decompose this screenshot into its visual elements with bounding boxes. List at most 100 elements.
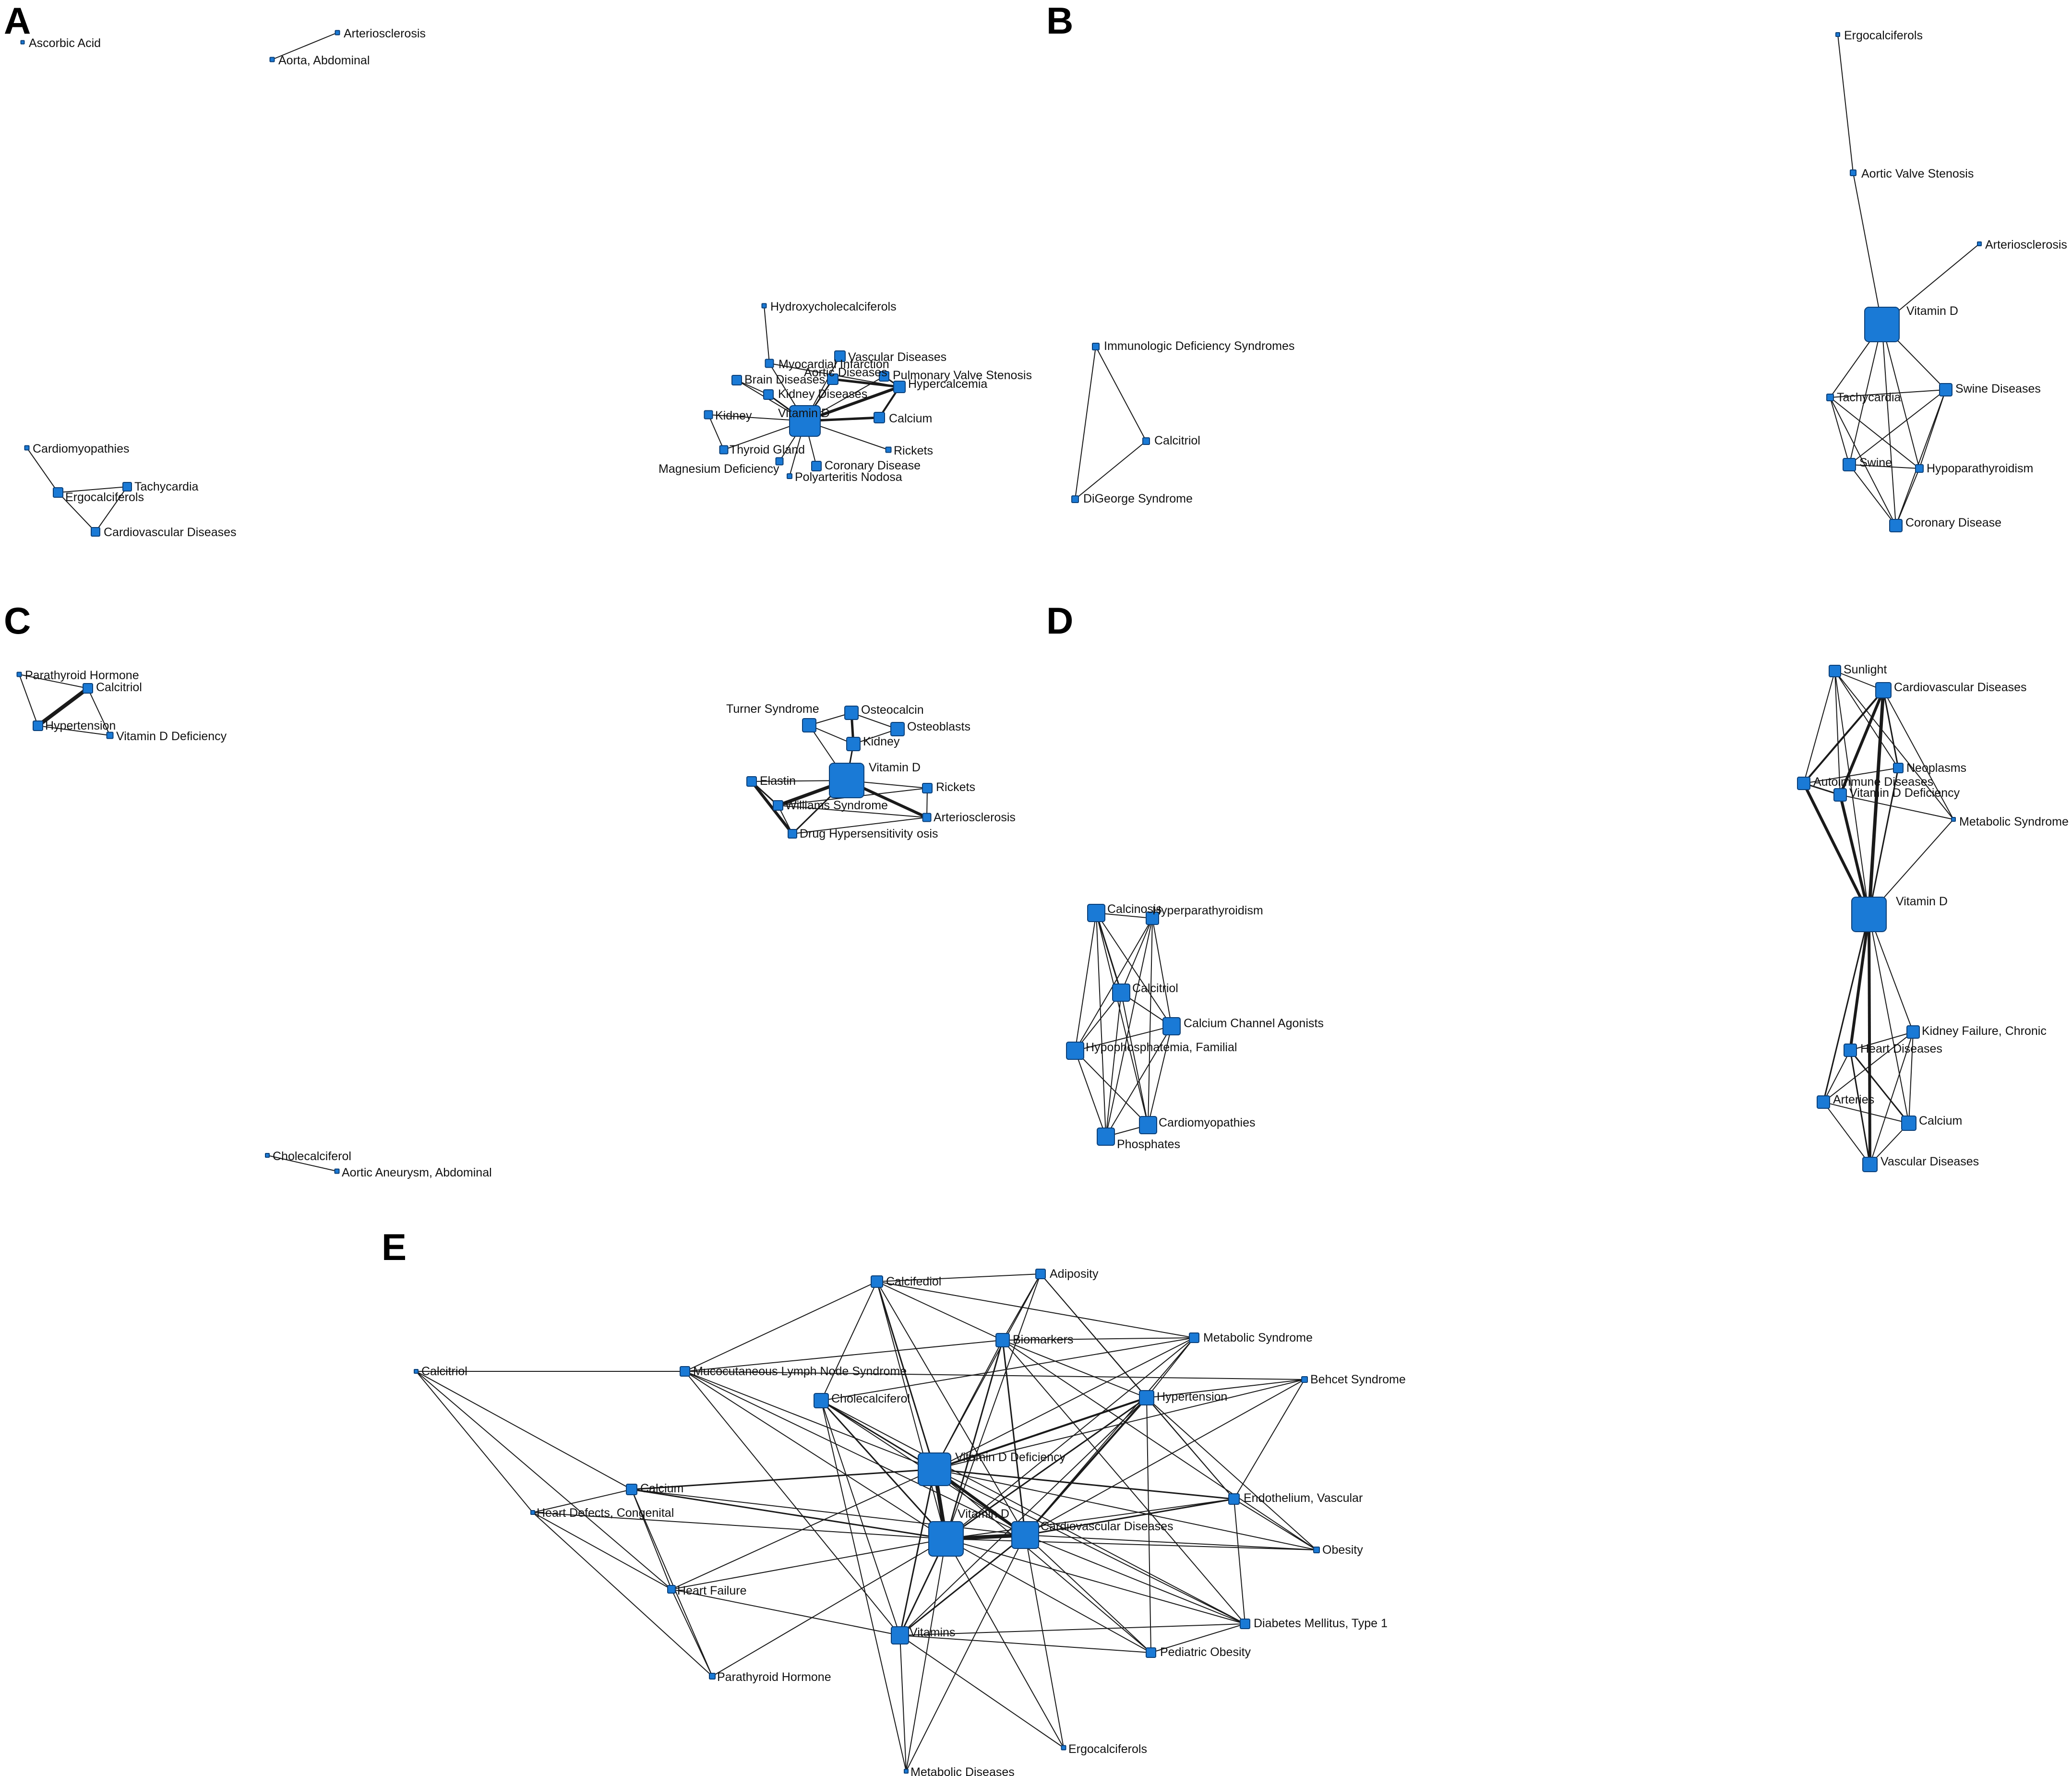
panel-d-node-label-hyperpara: Hyperparathyroidism	[1152, 904, 1263, 917]
panel-a-node-kidney	[704, 410, 713, 420]
panel-a-node-label-vascular: Vascular Diseases	[848, 350, 946, 364]
panel-c-node-label-hypert: Hypertension	[45, 719, 116, 732]
panel-e-node-label-ergo: Ergocalciferols	[1068, 1742, 1147, 1756]
panel-d-edge-heart-arteries	[1823, 1050, 1851, 1103]
panel-a-node-coronary	[811, 461, 822, 471]
panel-d-edge-calcitriol-hypophos	[1075, 992, 1122, 1051]
panel-d-node-autoimm	[1797, 777, 1810, 790]
panel-e-edge-biomarkers-cvd	[1002, 1340, 1026, 1536]
panel-d-node-vdd	[1833, 788, 1847, 802]
panel-e-node-label-cvd: Cardiovascular Diseases	[1041, 1520, 1174, 1533]
panel-e-node-pth	[709, 1673, 716, 1680]
panel-e-node-label-pedob: Pediatric Obesity	[1160, 1645, 1251, 1659]
panel-d-edge-sunlight-vitd	[1834, 671, 1869, 915]
panel-d-edge-calcitriol-phosphates	[1105, 992, 1122, 1137]
panel-c-label: C	[4, 600, 31, 642]
panel-a-node-hydroxy	[761, 303, 767, 309]
panel-a-label: A	[4, 0, 31, 42]
panel-a-node-label-magnes: Magnesium Deficiency	[659, 462, 779, 476]
panel-e-edge-vdd-endoth	[934, 1468, 1234, 1500]
panel-e-edge-cvd-ergo	[1025, 1535, 1064, 1748]
panel-e-edge-vdd-pedob	[934, 1469, 1151, 1653]
panel-c-edge-pth-calcitriol	[19, 674, 88, 689]
panel-d-edge-kfc-heart	[1850, 1032, 1914, 1051]
panel-a-node-cardiomyo	[24, 445, 30, 451]
panel-e-edge-cvd-metdis	[906, 1535, 1026, 1772]
panel-b-edge-immuno-calcitriol	[1095, 346, 1147, 442]
panel-c-edge-calcitriol-vdd	[87, 688, 110, 736]
panel-a-node-label-kidney: Kidney	[715, 409, 752, 422]
panel-d-node-label-calcitriol: Calcitriol	[1132, 982, 1178, 995]
panel-b-edge-ergo-avs	[1837, 34, 1854, 173]
panel-c-node-label-williams: Williams Syndrome	[785, 799, 888, 812]
panel-d-node-label-cardiomyo: Cardiomyopathies	[1159, 1116, 1256, 1129]
panel-d-node-arteries	[1817, 1095, 1830, 1109]
panel-e-edge-cholecal-metdis	[821, 1400, 907, 1772]
panel-b-edge-tachy-swine_dis	[1830, 389, 1946, 398]
panel-d-edge-calcinosis-hyperpara	[1096, 912, 1153, 919]
panel-e-edge-vitd-pth	[712, 1538, 946, 1677]
panel-e-node-label-vitamins: Vitamins	[910, 1626, 955, 1639]
panel-d-node-label-autoimm: Autoimmune Diseases	[1813, 775, 1933, 789]
panel-e-edge-vitd-hdc	[532, 1512, 946, 1539]
panel-d-edge-ccb-hypophos	[1075, 1026, 1172, 1051]
panel-d-edge-hypophos-phosphates	[1075, 1050, 1106, 1137]
panel-c-node-aaa	[334, 1168, 340, 1174]
panel-d-node-label-vdd: Vitamin D Deficiency	[1849, 786, 1960, 800]
panel-e-node-ergo	[1061, 1745, 1066, 1751]
panel-d-edge-calcinosis-phosphates	[1096, 912, 1106, 1137]
panel-a-node-label-tachy: Tachycardia	[134, 480, 198, 493]
panel-e-edge-vitd-endoth	[946, 1499, 1234, 1539]
panel-a-node-label-thyroid: Thyroid Gland	[730, 443, 805, 456]
panel-d-node-sunlight	[1829, 665, 1841, 677]
panel-e-edge-cvd-obesity	[1025, 1535, 1317, 1550]
panel-d-node-hyperpara	[1146, 912, 1159, 925]
panel-d-edge-calcinosis-hypophos	[1075, 912, 1097, 1051]
panel-e-edge-calcifediol-adiposity	[876, 1273, 1041, 1282]
panel-e-edge-calcium-hf	[631, 1489, 672, 1590]
panel-d-node-label-cvd: Cardiovascular Diseases	[1894, 681, 2027, 694]
panel-e-node-label-hf: Heart Failure	[677, 1584, 747, 1597]
panel-e-edge-vitd-metdis	[906, 1538, 946, 1772]
panel-e-edge-endoth-dm1	[1234, 1499, 1246, 1624]
panel-a-node-label-arterio: Arteriosclerosis	[344, 27, 426, 40]
panel-e-edge-calcifediol-metsyn	[876, 1281, 1195, 1338]
panel-c-edge-williams-arterio	[778, 805, 927, 818]
panel-a-node-label-brain: Brain Diseases	[744, 373, 825, 386]
panel-b-edge-swine_dis-coronary	[1895, 389, 1946, 526]
panel-e-edge-biomarkers-hypert	[1002, 1340, 1147, 1398]
panel-a-node-label-pulm: Pulmonary Valve Stenosis	[893, 369, 1032, 382]
panel-a-node-label-calcium: Calcium	[889, 412, 932, 425]
panel-a-node-rickets	[885, 446, 892, 453]
panel-d-node-kfc	[1906, 1025, 1920, 1039]
panel-e-node-label-hdc: Heart Defects, Congenital	[537, 1506, 674, 1520]
panel-d-node-cvd	[1875, 682, 1892, 698]
panel-e-node-metdis	[904, 1769, 909, 1774]
panel-d-edge-kfc-calcium	[1908, 1032, 1914, 1124]
panel-e-node-adiposity	[1035, 1269, 1046, 1279]
panel-e-edge-hf-pth	[671, 1589, 713, 1677]
panel-c-node-label-osis: osis	[917, 827, 938, 840]
panel-d-edge-hyperpara-calcitriol	[1121, 918, 1153, 993]
panel-e-node-calcium	[626, 1484, 637, 1495]
panel-b-node-label-digeorge: DiGeorge Syndrome	[1083, 492, 1193, 505]
panel-d-edge-heart-vascular	[1849, 1050, 1871, 1165]
panel-e-edge-cholecal-dm1	[821, 1400, 1246, 1624]
panel-e-edge-cholecal-vdd	[821, 1400, 935, 1470]
panel-d-edge-kfc-vascular	[1869, 1032, 1914, 1165]
panel-e-edge-cvd-pedob	[1025, 1535, 1151, 1653]
panel-d-node-label-hypophos: Hypophosphatemia, Familial	[1086, 1041, 1237, 1054]
panel-e-edge-vitamins-pedob	[899, 1635, 1151, 1653]
panel-e-node-vitamins	[891, 1626, 909, 1644]
panel-e-node-cholecal	[814, 1393, 829, 1408]
panel-e-edge-behcet-hypert	[1146, 1379, 1305, 1398]
panel-e-node-label-calcifediol: Calcifediol	[886, 1275, 941, 1288]
panel-d-edge-vitd-vascular	[1868, 914, 1871, 1165]
panel-a-node-label-polyart: Polyarteritis Nodosa	[795, 470, 902, 484]
panel-b-label: B	[1046, 0, 1073, 42]
panel-b-node-label-ergo: Ergocalciferols	[1844, 29, 1923, 42]
panel-e-edge-mucocut-vitamins	[684, 1371, 900, 1636]
panel-d-edge-vdd-metsyn	[1840, 794, 1954, 820]
edges-layer	[19, 32, 1980, 1772]
